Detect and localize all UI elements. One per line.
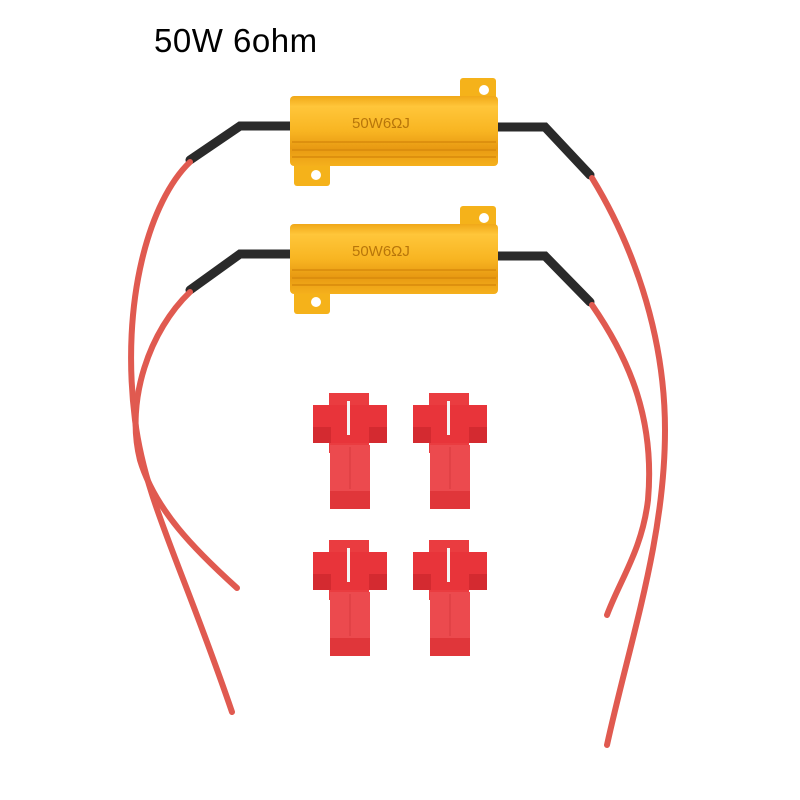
connector-2 (413, 393, 487, 509)
resistor-1: 50W6ΩJ (290, 78, 498, 186)
connector-4 (413, 540, 487, 656)
wire-set-1 (128, 121, 669, 748)
connector-3 (313, 540, 387, 656)
resistor-1-marking: 50W6ΩJ (352, 115, 410, 132)
product-title: 50W 6ohm (154, 22, 318, 59)
resistor-2: 50W6ΩJ (290, 206, 498, 314)
connector-1 (313, 393, 387, 509)
resistor-2-marking: 50W6ΩJ (352, 243, 410, 260)
wire-set-2 (132, 249, 653, 618)
